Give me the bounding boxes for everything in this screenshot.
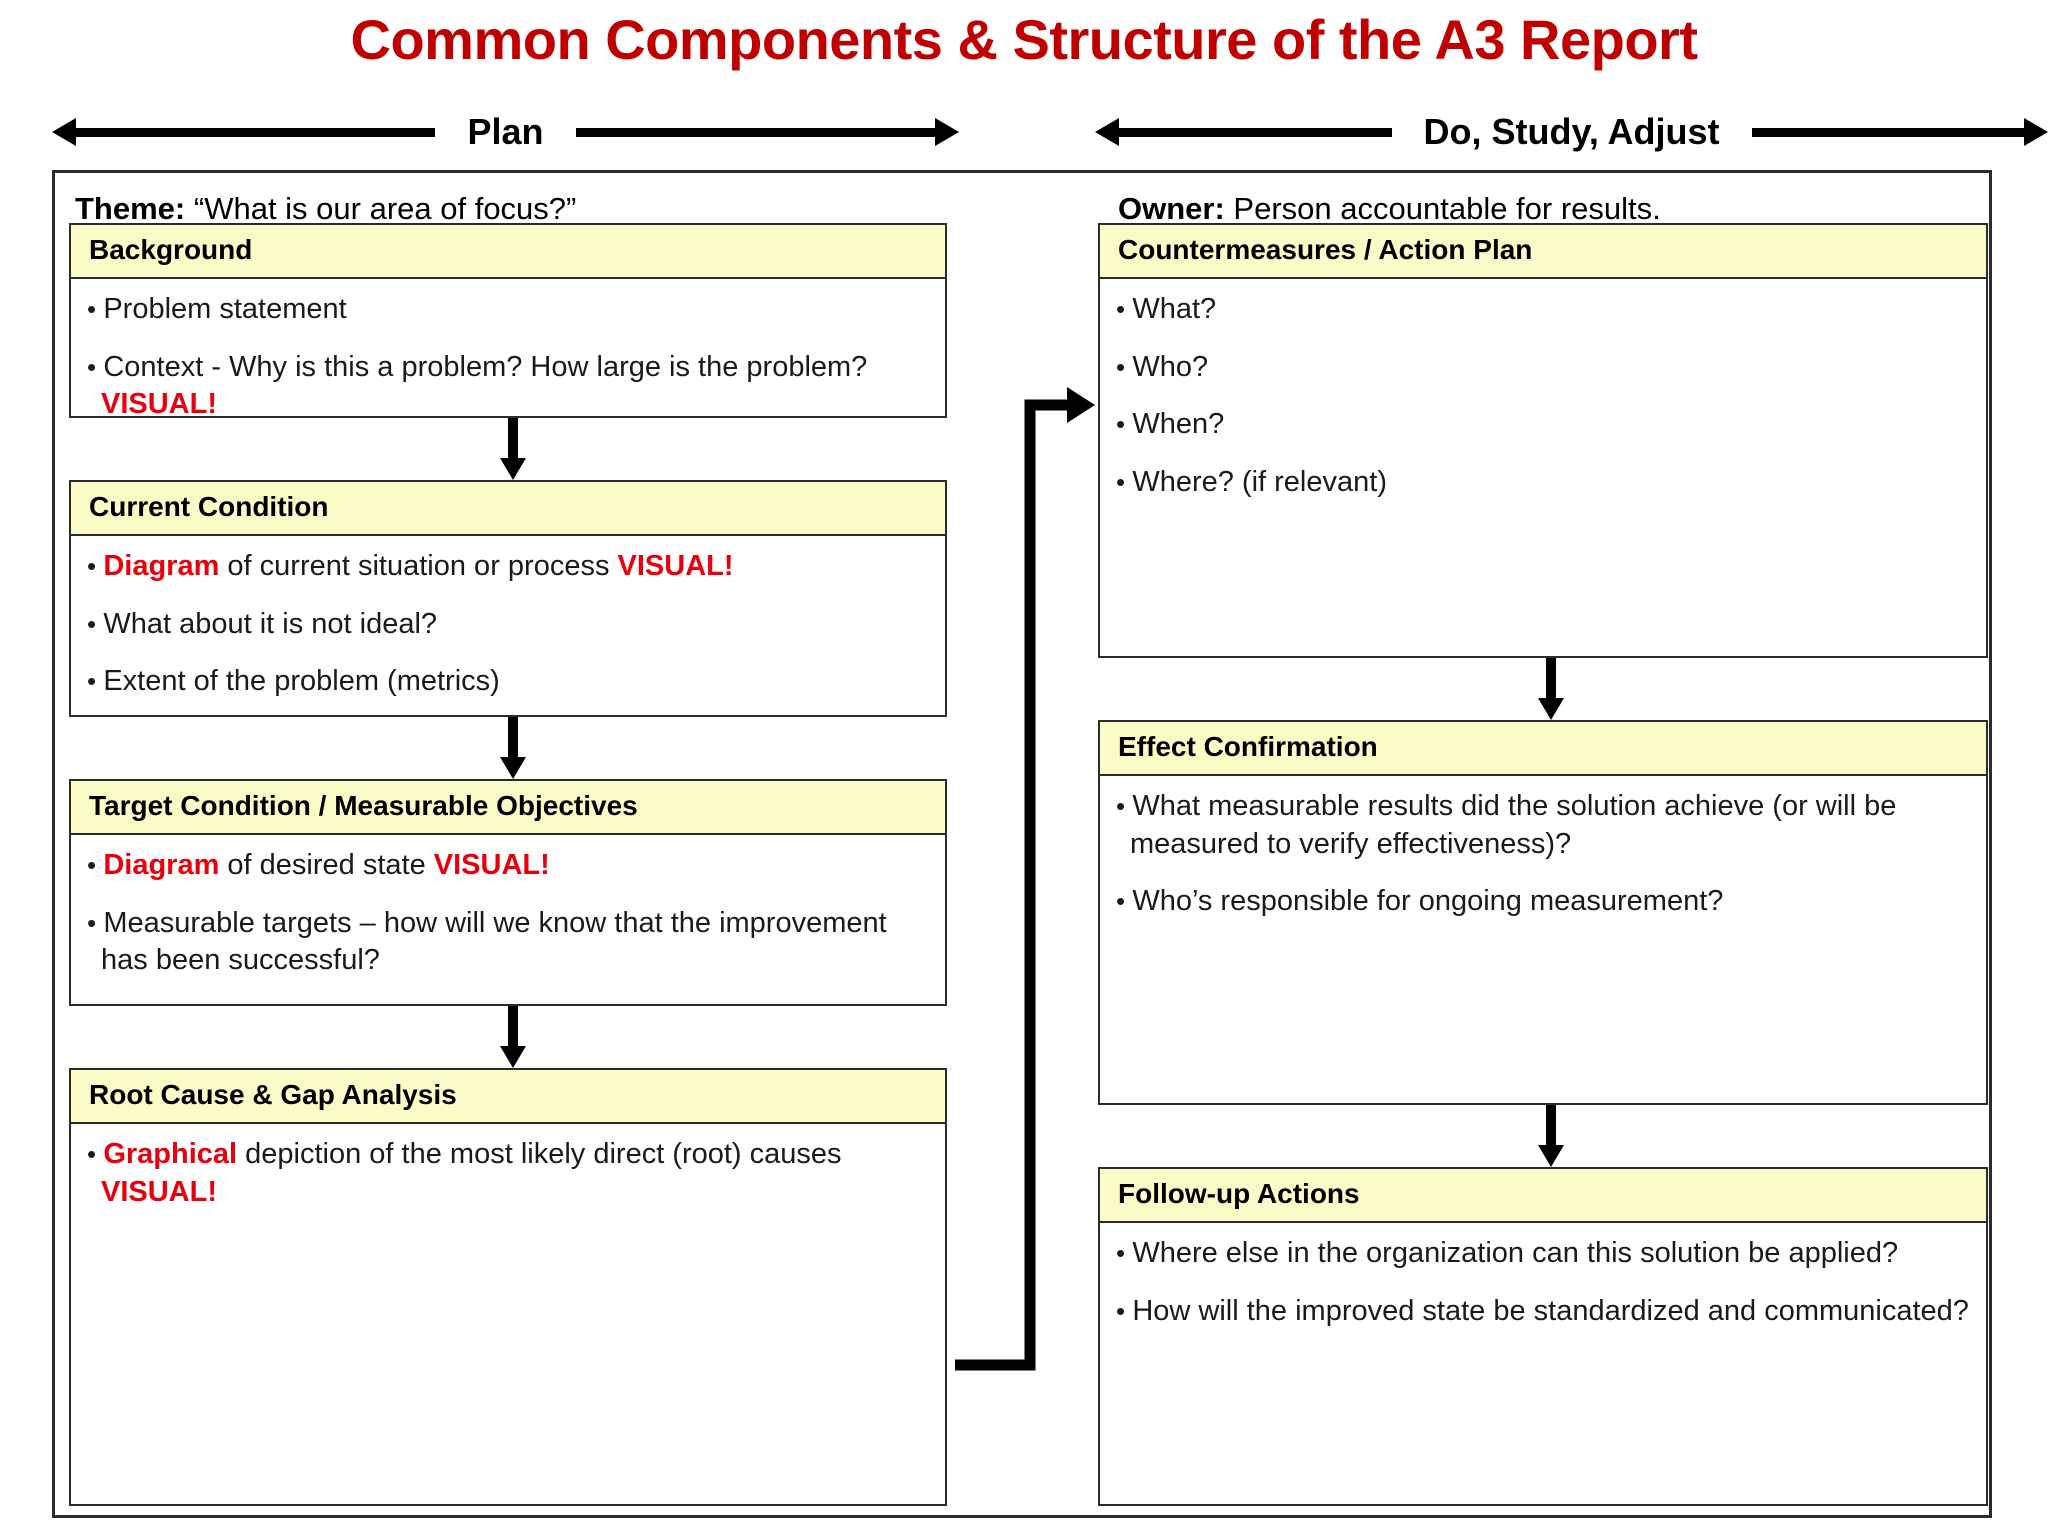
section-current-condition[interactable]: Current Condition • Diagram of current s… (69, 480, 947, 717)
bullet-dot-icon: • (1116, 791, 1133, 821)
phase-band-do-study-adjust: Do, Study, Adjust (1095, 100, 2048, 164)
flow-arrow-effect-to-followup (1538, 1105, 1564, 1167)
bullet-dot-icon: • (87, 608, 104, 639)
bullet-text: Extent of the problem (metrics) (103, 665, 500, 698)
bullet-item: • Measurable targets – how will we know … (87, 905, 929, 980)
bullet-item: • When? (1116, 406, 1970, 444)
a3-report-frame: Theme: “What is our area of focus?” Back… (52, 170, 1992, 1518)
bullet-text: What about it is not ideal? (103, 607, 438, 640)
section-title-effect-confirmation: Effect Confirmation (1100, 722, 1986, 776)
bullet-dot-icon: • (87, 666, 104, 697)
section-body-countermeasures: • What?• Who?• When?• Where? (if relevan… (1100, 279, 1986, 512)
flow-arrow-countermeasures-to-effect (1538, 658, 1564, 720)
section-follow-up-actions[interactable]: Follow-up Actions • Where else in the or… (1098, 1167, 1988, 1506)
bullet-item: • Who? (1116, 349, 1970, 387)
bullet-text: of desired state (219, 849, 434, 881)
owner-label: Owner: (1118, 191, 1225, 226)
plan-column: Theme: “What is our area of focus?” Back… (55, 173, 960, 1506)
bullet-dot-icon: • (87, 907, 104, 938)
bullet-text: When? (1132, 408, 1225, 441)
bullet-item: • Diagram of current situation or proces… (87, 548, 929, 586)
bullet-dot-icon: • (87, 351, 104, 382)
bullet-item: • What measurable results did the soluti… (1116, 788, 1970, 863)
bullet-text: of current situation or process (219, 550, 618, 582)
bullet-emphasis: VISUAL! (433, 849, 550, 881)
section-body-target-condition: • Diagram of desired state VISUAL!• Meas… (71, 835, 945, 990)
bullet-item: • Where? (if relevant) (1116, 464, 1970, 502)
section-title-countermeasures: Countermeasures / Action Plan (1100, 225, 1986, 279)
page-title: Common Components & Structure of the A3 … (350, 8, 1698, 71)
bullet-dot-icon: • (1116, 351, 1133, 382)
section-title-root-cause: Root Cause & Gap Analysis (71, 1070, 945, 1124)
bullet-item: • Diagram of desired state VISUAL! (87, 847, 929, 885)
bullet-emphasis: Graphical (103, 1138, 238, 1170)
left-arrow-icon (52, 118, 436, 146)
section-background[interactable]: Background • Problem statement• Context … (69, 223, 947, 420)
bullet-dot-icon: • (1116, 886, 1133, 917)
bullet-emphasis: Diagram (103, 550, 220, 582)
section-effect-confirmation[interactable]: Effect Confirmation • What measurable re… (1098, 720, 1988, 1105)
flow-arrow-target-to-root-cause (500, 1006, 526, 1068)
section-root-cause[interactable]: Root Cause & Gap Analysis • Graphical de… (69, 1068, 947, 1506)
bullet-text: How will the improved state be standardi… (1132, 1294, 1969, 1327)
bullet-dot-icon: • (1116, 294, 1133, 324)
bullet-dot-icon: • (87, 850, 104, 880)
bullet-emphasis: VISUAL! (101, 388, 217, 421)
bullet-text: Problem statement (103, 293, 347, 325)
bullet-item: • Where else in the organization can thi… (1116, 1235, 1970, 1273)
bullet-text: depiction of the most likely direct (roo… (237, 1138, 842, 1170)
bullet-emphasis: VISUAL! (101, 1175, 217, 1208)
theme-header: Theme: “What is our area of focus?” (55, 173, 960, 226)
bullet-item: • How will the improved state be standar… (1116, 1293, 1970, 1331)
bullet-text: What measurable results did the solution… (1130, 790, 1897, 860)
bullet-text: What? (1132, 293, 1217, 325)
bullet-dot-icon: • (87, 1139, 104, 1169)
bullet-dot-icon: • (87, 294, 104, 324)
bullet-dot-icon: • (87, 551, 104, 581)
section-body-follow-up-actions: • Where else in the organization can thi… (1100, 1223, 1986, 1340)
bullet-text: Where else in the organization can this … (1132, 1237, 1899, 1269)
bullet-text: Measurable targets – how will we know th… (101, 906, 887, 977)
bullet-text: Where? (if relevant) (1132, 466, 1387, 499)
section-body-root-cause: • Graphical depiction of the most likely… (71, 1124, 945, 1221)
bullet-dot-icon: • (1116, 1238, 1133, 1268)
section-title-follow-up-actions: Follow-up Actions (1100, 1169, 1986, 1223)
bullet-dot-icon: • (1116, 467, 1133, 498)
section-title-current-condition: Current Condition (71, 482, 945, 536)
section-body-effect-confirmation: • What measurable results did the soluti… (1100, 776, 1986, 931)
theme-value: “What is our area of focus?” (193, 191, 577, 226)
section-title-target-condition: Target Condition / Measurable Objectives (71, 781, 945, 835)
right-arrow-icon (575, 118, 959, 146)
section-countermeasures[interactable]: Countermeasures / Action Plan • What?• W… (1098, 223, 1988, 658)
bullet-item: • Graphical depiction of the most likely… (87, 1136, 929, 1211)
owner-value: Person accountable for results. (1233, 191, 1661, 226)
section-title-background: Background (71, 225, 945, 279)
bullet-item: • Extent of the problem (metrics) (87, 663, 929, 701)
bullet-item: • Problem statement (87, 291, 929, 329)
do-study-adjust-column: Owner: Person accountable for results. C… (1098, 173, 1991, 1506)
flow-arrow-background-to-current (500, 418, 526, 480)
section-body-current-condition: • Diagram of current situation or proces… (71, 536, 945, 711)
flow-arrow-current-to-target (500, 717, 526, 779)
bullet-text: Context - Why is this a problem? How lar… (103, 350, 868, 383)
left-arrow-icon (1095, 118, 1392, 146)
bullet-emphasis: VISUAL! (617, 550, 734, 582)
section-body-background: • Problem statement• Context - Why is th… (71, 279, 945, 434)
section-target-condition[interactable]: Target Condition / Measurable Objectives… (69, 779, 947, 1006)
bullet-text: Who? (1132, 350, 1209, 383)
bullet-item: • What? (1116, 291, 1970, 329)
bullet-dot-icon: • (1116, 409, 1133, 440)
bullet-item: • Who’s responsible for ongoing measurem… (1116, 883, 1970, 921)
bullet-emphasis: Diagram (103, 849, 220, 881)
phase-label-plan: Plan (467, 111, 544, 152)
phase-label-do-study-adjust: Do, Study, Adjust (1423, 111, 1720, 152)
phase-band-plan: Plan (52, 100, 959, 164)
bullet-item: • Context - Why is this a problem? How l… (87, 349, 929, 424)
theme-label: Theme: (75, 191, 186, 226)
right-arrow-icon (1751, 118, 2048, 146)
bullet-text: Who’s responsible for ongoing measuremen… (1132, 885, 1724, 918)
bullet-item: • What about it is not ideal? (87, 606, 929, 644)
owner-header: Owner: Person accountable for results. (1098, 173, 1991, 226)
bullet-dot-icon: • (1116, 1295, 1133, 1326)
